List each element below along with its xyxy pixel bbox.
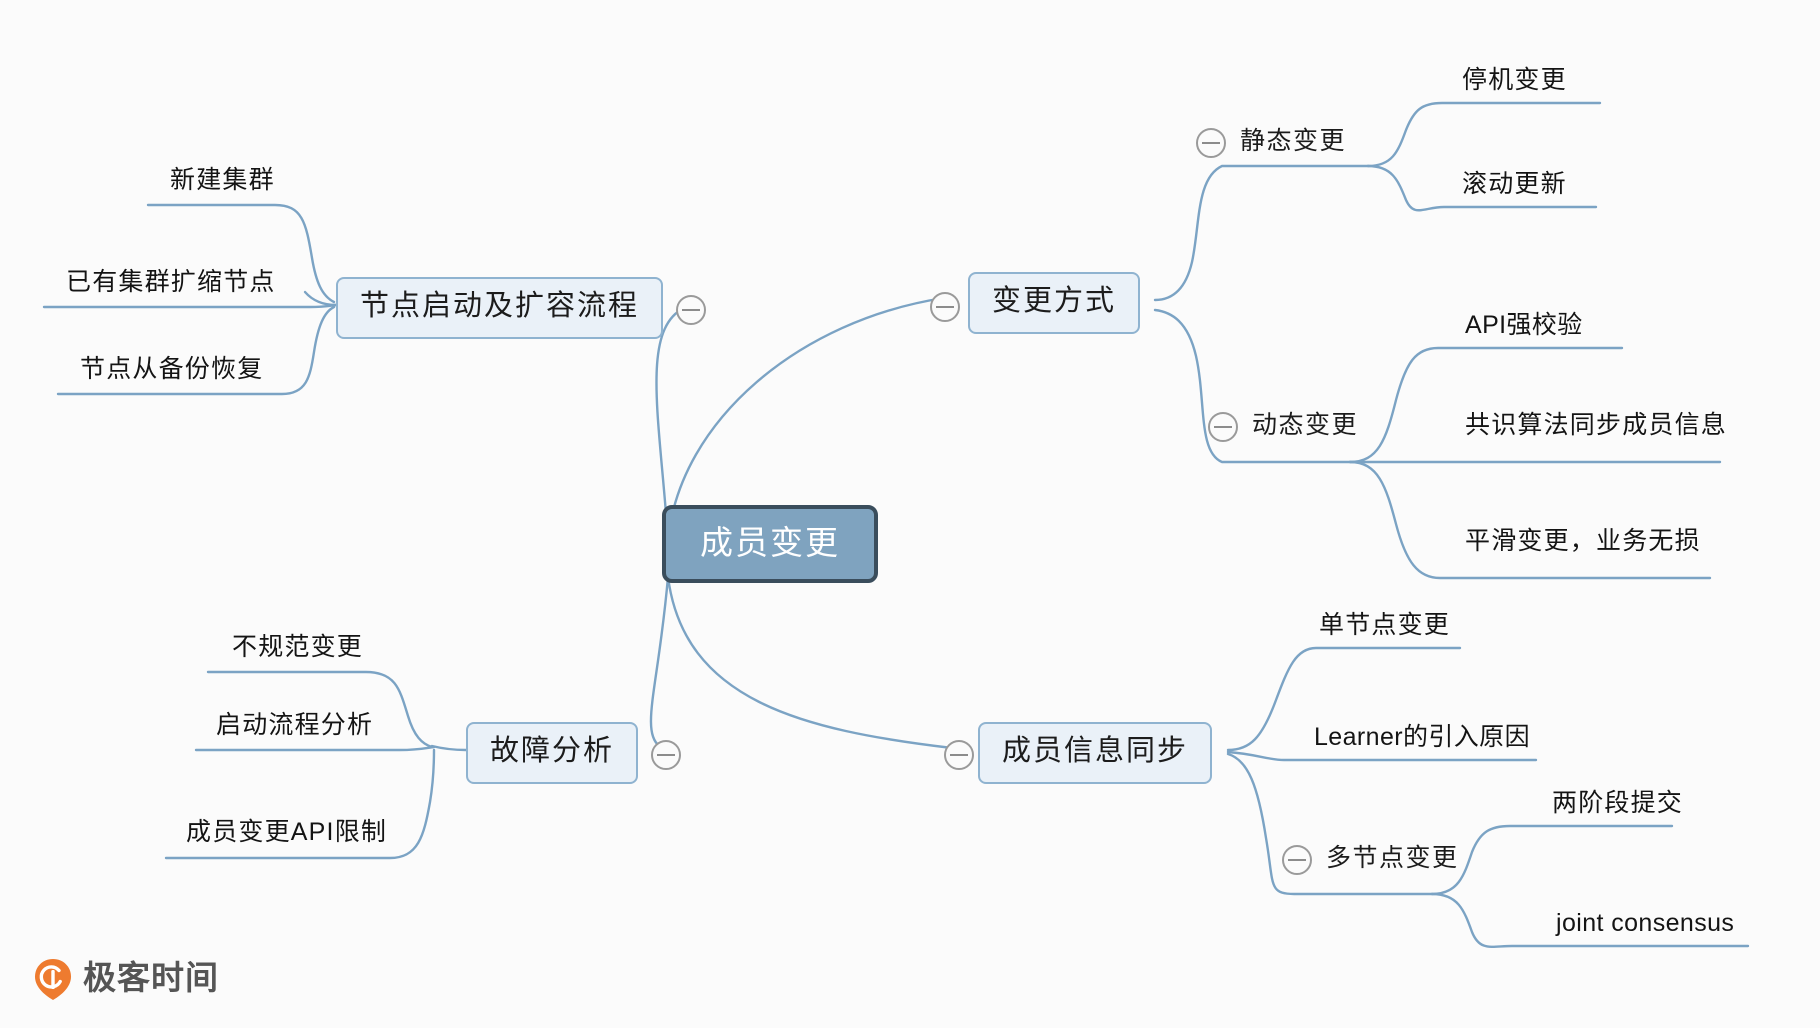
wire-root-to-change-method xyxy=(666,296,946,542)
wire-spine-b1 xyxy=(303,290,338,307)
collapse-toggle-static-change-icon[interactable] xyxy=(1196,128,1226,158)
wire-multinode-child1 xyxy=(1430,824,1674,896)
wire-b2-to-static xyxy=(1153,164,1370,302)
wire-b3-child2 xyxy=(194,745,436,752)
wire-static-child1 xyxy=(1366,101,1602,168)
leaf-smooth-change-no-impact[interactable]: 平滑变更，业务无损 xyxy=(1465,527,1701,555)
geekbang-logo-icon xyxy=(34,958,72,1000)
leaf-new-cluster[interactable]: 新建集群 xyxy=(170,166,275,194)
leaf-startup-flow-analysis[interactable]: 启动流程分析 xyxy=(216,711,374,739)
wire-root-to-member-sync xyxy=(666,575,954,750)
leaf-joint-consensus[interactable]: joint consensus xyxy=(1556,909,1735,937)
leaf-two-phase-commit[interactable]: 两阶段提交 xyxy=(1552,789,1684,817)
wire-b1-child2 xyxy=(42,303,338,309)
leaf-existing-cluster-scale[interactable]: 已有集群扩缩节点 xyxy=(66,268,276,296)
collapse-toggle-dynamic-change-icon[interactable] xyxy=(1208,412,1238,442)
leaf-member-change-api-limits[interactable]: 成员变更API限制 xyxy=(186,818,388,846)
wire-spine-b3 xyxy=(430,744,468,752)
watermark-logo: 极客时间 xyxy=(34,958,219,1000)
leaf-consensus-sync-member-info[interactable]: 共识算法同步成员信息 xyxy=(1465,411,1728,439)
mid-node-static-change[interactable]: 静态变更 xyxy=(1196,128,1346,158)
leaf-shutdown-change[interactable]: 停机变更 xyxy=(1462,66,1567,94)
collapse-toggle-change-method-icon[interactable] xyxy=(930,292,960,322)
mid-node-dynamic-change-label: 动态变更 xyxy=(1252,410,1359,439)
mid-node-dynamic-change[interactable]: 动态变更 xyxy=(1208,412,1358,442)
leaf-rolling-update[interactable]: 滚动更新 xyxy=(1462,170,1567,198)
collapse-toggle-multi-node-change-icon[interactable] xyxy=(1282,845,1312,875)
watermark-text: 极客时间 xyxy=(83,959,219,996)
mid-node-multi-node-change-label: 多节点变更 xyxy=(1326,843,1459,872)
leaf-learner-reason[interactable]: Learner的引入原因 xyxy=(1314,723,1530,751)
collapse-toggle-fault-analysis-icon[interactable] xyxy=(651,740,681,770)
branch-node-startup-scale[interactable]: 节点启动及扩容流程 xyxy=(336,277,664,339)
mid-node-static-change-label: 静态变更 xyxy=(1240,126,1347,155)
collapse-toggle-startup-scale-icon[interactable] xyxy=(676,295,706,325)
leaf-single-node-change[interactable]: 单节点变更 xyxy=(1319,611,1451,639)
mid-node-multi-node-change[interactable]: 多节点变更 xyxy=(1282,845,1459,875)
root-node[interactable]: 成员变更 xyxy=(662,505,878,583)
branch-node-fault-analysis[interactable]: 故障分析 xyxy=(466,722,639,784)
leaf-restore-from-backup[interactable]: 节点从备份恢复 xyxy=(80,355,264,383)
leaf-api-strict-validation[interactable]: API强校验 xyxy=(1465,311,1583,339)
wire-root-to-fault-analysis xyxy=(649,575,670,749)
leaf-irregular-change[interactable]: 不规范变更 xyxy=(232,633,364,661)
collapse-toggle-member-info-sync-icon[interactable] xyxy=(944,740,974,770)
branch-node-change-method[interactable]: 变更方式 xyxy=(968,272,1141,334)
branch-node-member-info-sync[interactable]: 成员信息同步 xyxy=(978,722,1213,784)
